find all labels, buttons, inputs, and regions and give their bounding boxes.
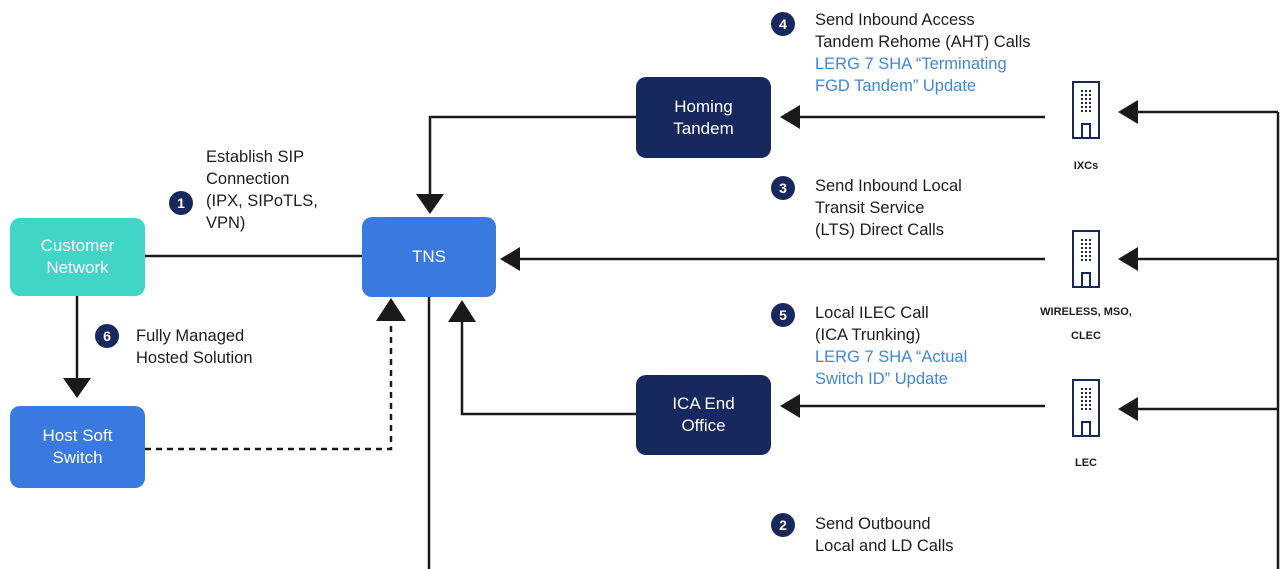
arrowhead [780,105,800,129]
arrowhead [63,378,91,398]
step-badge: 2 [771,513,795,537]
link-hostswitch-tns-dashed [145,320,393,451]
arrowhead [448,300,476,322]
customer-network-label: Customer Network [40,236,115,277]
arrowhead [780,394,800,418]
link-ica-tns [460,322,636,416]
step-badge: 5 [771,303,795,327]
step-4-annotation: Send Inbound Access Tandem Rehome (AHT) … [815,9,1030,97]
building-icon [1072,230,1100,288]
step-2-annotation: Send Outbound Local and LD Calls [815,513,954,557]
annotation-line: Establish SIP [206,148,305,166]
host-soft-switch-label: Host Soft Switch [42,426,113,467]
annotation-note-line: LERG 7 SHA “Actual [815,348,968,366]
annotation-line: Send Inbound Access [815,11,975,29]
annotation-line: Hosted Solution [136,349,253,367]
annotation-line: Fully Managed [136,327,245,345]
arrowhead [376,298,406,321]
step-6-annotation: Fully Managed Hosted Solution [136,325,253,369]
building-icon [1072,81,1100,139]
annotation-note-line: Switch ID” Update [815,370,948,388]
step-badge: 1 [169,191,193,215]
annotation-line: Transit Service [815,199,925,217]
annotation-line: VPN) [206,214,246,232]
annotation-line: Connection [206,170,290,188]
tns-label: TNS [412,247,446,266]
tns-node: TNS [362,217,496,297]
ixcs-label: IXCs [1073,160,1099,172]
arrowhead [500,247,520,271]
annotation-line: Send Inbound Local [815,177,962,195]
step-3-annotation: Send Inbound Local Transit Service (LTS)… [815,175,962,241]
annotation-line: Tandem Rehome (AHT) Calls [815,33,1031,51]
annotation-line: (IPX, SIPoTLS, [206,192,318,210]
homing-tandem-node: Homing Tandem [636,77,771,158]
annotation-note-line: FGD Tandem” Update [815,77,977,95]
link-homing-tns [428,115,636,196]
host-soft-switch-node: Host Soft Switch [10,406,145,488]
ica-end-office-node: ICA End Office [636,375,771,455]
step-badge: 6 [95,324,119,348]
arrowhead [1118,397,1138,421]
annotation-line: (ICA Trunking) [815,326,921,344]
arrowhead [1118,247,1138,271]
annotation-note-line: LERG 7 SHA “Terminating [815,55,1007,73]
arrowhead [1118,100,1138,124]
ica-end-office-label: ICA End Office [672,394,735,435]
annotation-line: Send Outbound [815,515,931,533]
arrowhead [416,194,444,214]
step-badge: 3 [771,176,795,200]
lec-label: LEC [1075,457,1097,469]
annotation-line: (LTS) Direct Calls [815,221,944,239]
customer-network-node: Customer Network [10,218,145,296]
building-icon [1072,379,1100,437]
annotation-line: Local ILEC Call [815,304,929,322]
annotation-line: Local and LD Calls [815,537,954,555]
step-5-annotation: Local ILEC Call (ICA Trunking) LERG 7 SH… [815,302,967,390]
step-1-annotation: Establish SIP Connection (IPX, SIPoTLS, … [206,146,318,234]
homing-tandem-label: Homing Tandem [673,96,734,138]
wireless-mso-clec-label: WIRELESS, MSO, CLEC [1040,306,1132,342]
step-badge: 4 [771,12,795,36]
